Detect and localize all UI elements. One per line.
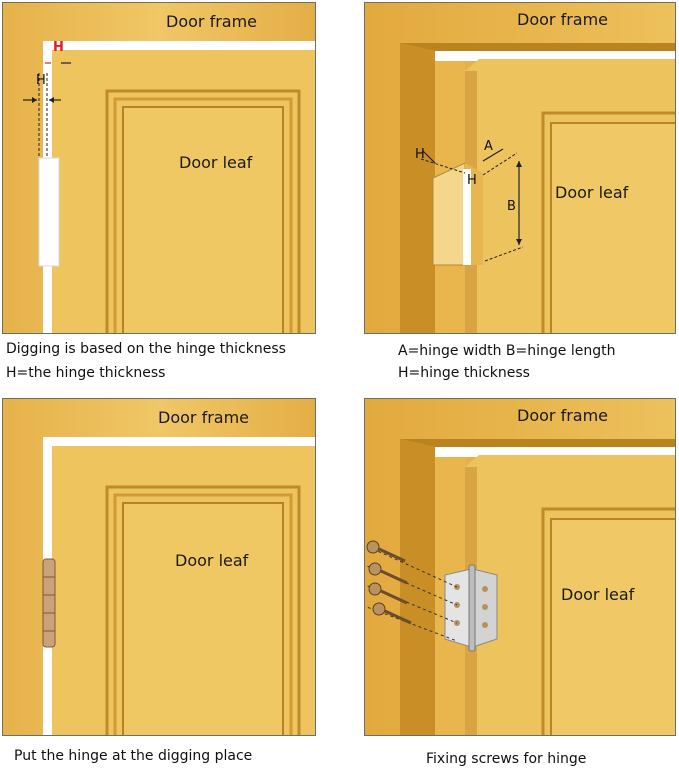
frame-header-edge — [400, 439, 675, 447]
panel-molding-outer — [105, 485, 301, 735]
door-illustration — [365, 399, 675, 735]
screw-icon — [365, 582, 458, 624]
panel-molding-mid — [113, 97, 293, 333]
caption-fixing-screws: Fixing screws for hinge — [426, 751, 587, 767]
door-illustration — [3, 3, 315, 333]
door-frame-label: Door frame — [517, 10, 609, 29]
caption-digging-1: Digging is based on the hinge thickness — [6, 341, 286, 357]
caption-dimensions-2: H=hinge thickness — [398, 365, 530, 381]
screw-icon — [365, 602, 458, 642]
panel-fixing-screws: Door frame Door leaf — [364, 398, 676, 736]
frame-gap-top — [43, 437, 315, 446]
frame-jamb — [400, 43, 435, 333]
dim-h-mid-label: H — [467, 173, 477, 188]
panel-molding-outer — [105, 89, 301, 333]
dim-guide — [484, 246, 524, 262]
dim-line-h — [422, 150, 436, 164]
panel-digging: Door frame Door leaf H H — [2, 2, 316, 334]
caption-place-hinge: Put the hinge at the digging place — [14, 748, 253, 764]
hinge-recess-left — [432, 162, 466, 266]
door-illustration — [3, 399, 315, 735]
arrow-head — [516, 161, 522, 167]
frame-jamb — [400, 439, 435, 735]
recess-slot — [463, 169, 471, 265]
screw-icon — [365, 540, 458, 588]
dim-a-label: A — [484, 139, 493, 154]
panel-dimensions: Door frame Door leaf H H A B — [364, 2, 676, 334]
panel-molding-mid — [113, 493, 293, 735]
arrow-head — [49, 97, 54, 103]
dim-guide — [482, 152, 518, 176]
door-leaf-label: Door leaf — [175, 551, 249, 570]
panel-inset — [122, 106, 284, 333]
caption-digging-2: H=the hinge thickness — [6, 365, 166, 381]
panel-molding-outer — [541, 507, 675, 735]
door-leaf-label: Door leaf — [561, 585, 635, 604]
dim-h-left-label: H — [415, 147, 425, 162]
screw-icon — [365, 562, 458, 606]
dim-guide — [420, 158, 466, 174]
caption-dimensions-1: A=hinge width B=hinge length — [398, 343, 616, 359]
frame-gap-top — [43, 41, 315, 50]
panel-inset — [122, 502, 284, 735]
dim-h-red-label: H — [53, 40, 64, 55]
panel-inset — [550, 122, 675, 333]
panel-place-hinge: Door frame Door leaf — [2, 398, 316, 736]
door-leaf-label: Door leaf — [555, 183, 629, 202]
dim-b-label: B — [507, 199, 516, 214]
arrow-head — [516, 239, 522, 245]
arrow-head — [32, 97, 37, 103]
digging-slot — [38, 157, 60, 267]
dim-h-label: H — [36, 73, 46, 88]
panel-inset — [550, 518, 675, 735]
frame-header-edge — [400, 43, 675, 51]
hinge-icon — [42, 558, 56, 648]
door-frame-label: Door frame — [517, 406, 609, 425]
dim-line-a — [482, 148, 504, 162]
frame-gap — [435, 51, 675, 61]
frame-gap — [435, 447, 675, 457]
door-leaf-label: Door leaf — [179, 153, 253, 172]
door-frame-label: Door frame — [158, 408, 250, 427]
door-frame-label: Door frame — [166, 12, 258, 31]
hinge-icon — [444, 564, 498, 652]
panel-molding-outer — [541, 111, 675, 333]
door-illustration — [365, 3, 675, 333]
